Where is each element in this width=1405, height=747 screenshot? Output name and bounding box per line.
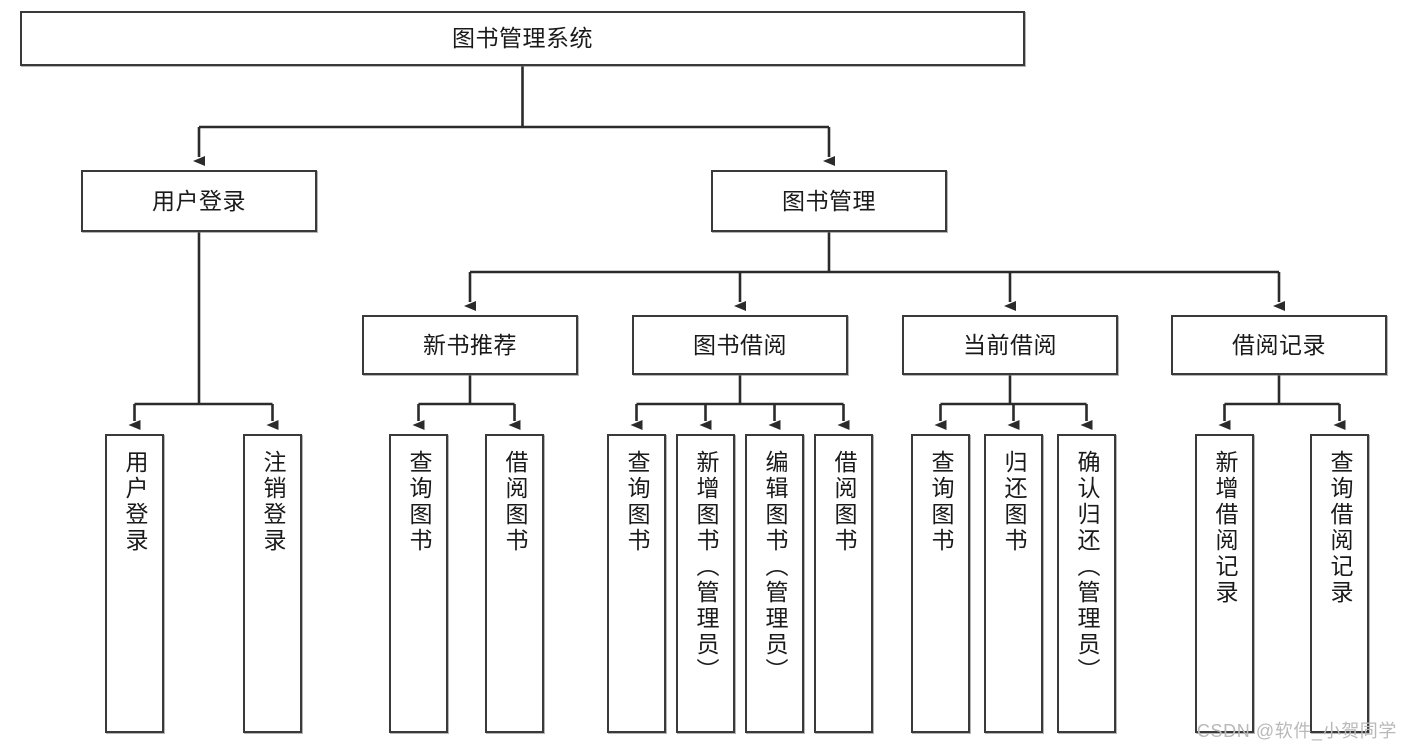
node-leaf-add-record[interactable]: 新增借阅记录 xyxy=(1195,434,1254,733)
node-book-manage[interactable]: 图书管理 xyxy=(711,170,947,232)
node-leaf-query-book-1[interactable]: 查询图书 xyxy=(389,434,448,733)
node-leaf-user-login-label: 用户登录 xyxy=(122,450,148,554)
node-leaf-user-logout-label: 注销登录 xyxy=(260,450,286,554)
node-leaf-return-book[interactable]: 归还图书 xyxy=(984,434,1043,733)
node-new-book-rec-label: 新书推荐 xyxy=(423,331,517,358)
node-book-manage-label: 图书管理 xyxy=(782,187,876,214)
node-leaf-query-book-2[interactable]: 查询图书 xyxy=(607,434,666,733)
node-leaf-borrow-book-2-label: 借阅图书 xyxy=(831,450,857,554)
node-leaf-query-book-2-label: 查询图书 xyxy=(624,450,650,554)
node-new-book-rec[interactable]: 新书推荐 xyxy=(362,315,578,375)
node-borrow-record[interactable]: 借阅记录 xyxy=(1171,315,1387,375)
node-leaf-query-record[interactable]: 查询借阅记录 xyxy=(1310,434,1369,733)
node-user-login-label: 用户登录 xyxy=(152,187,246,214)
node-book-borrow-label: 图书借阅 xyxy=(693,331,787,358)
node-leaf-borrow-book-2[interactable]: 借阅图书 xyxy=(814,434,873,733)
node-leaf-user-login[interactable]: 用户登录 xyxy=(105,434,164,733)
watermark-text: CSDN @软件_小贺同学 xyxy=(1196,721,1397,741)
node-leaf-confirm-return-label: 确认归还（管理员） xyxy=(1074,450,1100,684)
node-leaf-confirm-return[interactable]: 确认归还（管理员） xyxy=(1057,434,1116,733)
node-leaf-edit-book-label: 编辑图书（管理员） xyxy=(762,450,788,684)
node-leaf-add-record-label: 新增借阅记录 xyxy=(1212,450,1238,606)
node-root[interactable]: 图书管理系统 xyxy=(20,11,1025,66)
node-leaf-return-book-label: 归还图书 xyxy=(1001,450,1027,554)
node-root-label: 图书管理系统 xyxy=(452,25,593,52)
node-current-borrow[interactable]: 当前借阅 xyxy=(902,315,1118,375)
node-leaf-edit-book[interactable]: 编辑图书（管理员） xyxy=(745,434,804,733)
node-leaf-add-book[interactable]: 新增图书（管理员） xyxy=(676,434,735,733)
node-leaf-query-book-1-label: 查询图书 xyxy=(406,450,432,554)
node-current-borrow-label: 当前借阅 xyxy=(963,331,1057,358)
node-leaf-borrow-book-1[interactable]: 借阅图书 xyxy=(485,434,544,733)
node-leaf-query-record-label: 查询借阅记录 xyxy=(1327,450,1353,606)
node-leaf-user-logout[interactable]: 注销登录 xyxy=(243,434,302,733)
node-leaf-add-book-label: 新增图书（管理员） xyxy=(693,450,719,684)
node-leaf-query-book-3-label: 查询图书 xyxy=(928,450,954,554)
node-leaf-query-book-3[interactable]: 查询图书 xyxy=(911,434,970,733)
node-leaf-borrow-book-1-label: 借阅图书 xyxy=(502,450,528,554)
node-user-login[interactable]: 用户登录 xyxy=(81,170,317,232)
node-book-borrow[interactable]: 图书借阅 xyxy=(632,315,848,375)
node-borrow-record-label: 借阅记录 xyxy=(1232,331,1326,358)
